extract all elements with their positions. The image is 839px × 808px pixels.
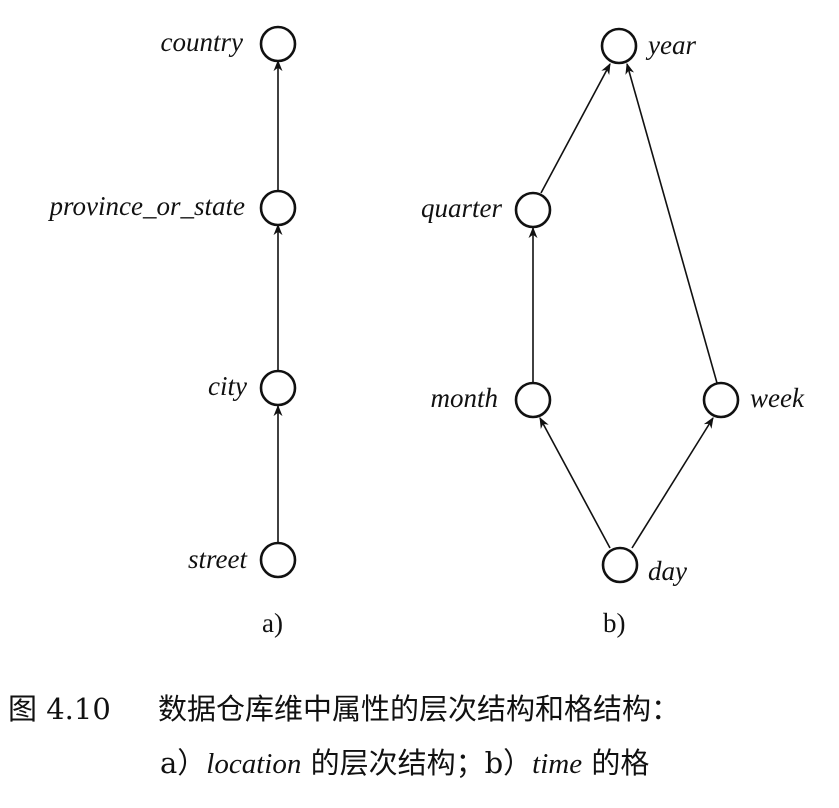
node-quarter [514,191,552,229]
sublabel-b: b) [603,608,626,638]
label-month: month [431,383,499,413]
edge-quarter-year [540,63,611,194]
diagram-a-nodes [259,25,297,579]
caption-b-term: time [532,748,583,780]
figure-caption: 图 4.10 数据仓库维中属性的层次结构和格结构： [8,686,680,728]
label-year: year [645,30,696,60]
label-day: day [648,556,687,586]
node-city [259,369,297,407]
figure-title: 数据仓库维中属性的层次结构和格结构： [158,692,681,726]
caption-b-prefix: b） [484,746,533,780]
node-country [259,25,297,63]
node-month [514,381,552,419]
caption-a-term: location [206,748,302,780]
sublabel-a: a) [262,608,283,638]
edge-week-year [625,62,718,384]
node-day [601,546,639,584]
edge-day-week [631,417,714,549]
label-week: week [750,383,805,413]
diagram-b-nodes [514,27,740,584]
node-week [702,381,740,419]
label-street: street [188,544,248,574]
caption-a-prefix: a） [160,746,207,780]
figure-caption-line2: a）location 的层次结构；b）time 的格 [160,740,649,782]
label-quarter: quarter [421,193,502,223]
node-street [259,541,297,579]
diagram-b-edges [528,62,718,549]
caption-b-suffix: 的格 [591,746,650,780]
edge-day-month [539,417,611,549]
caption-a-suffix: 的层次结构； [310,746,485,780]
node-year [600,27,638,65]
label-city: city [208,371,247,401]
node-province-or-state [259,189,297,227]
label-country: country [161,27,243,57]
label-province-or-state: province_or_state [48,191,245,221]
figure-number: 图 4.10 [8,692,111,726]
